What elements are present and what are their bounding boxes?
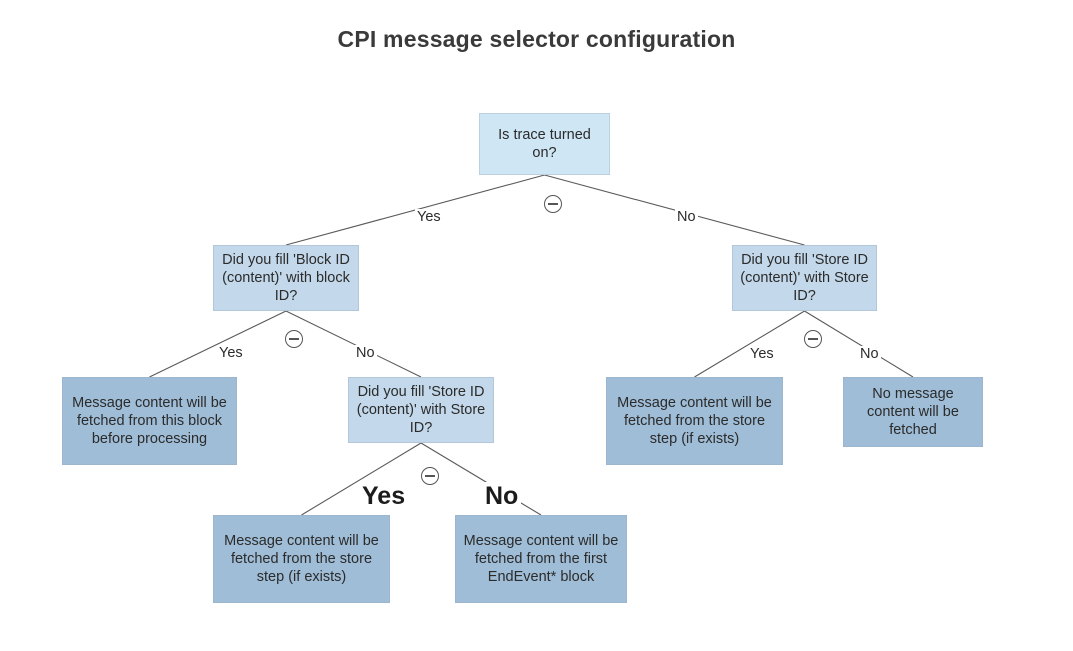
decision-node[interactable]: Did you fill 'Store ID (content)' with S… [348,377,494,443]
node-label: Message content will be fetched from the… [617,395,772,447]
outcome-node[interactable]: Message content will be fetched from thi… [62,377,237,465]
decision-node[interactable]: Is trace turned on? [479,113,610,175]
minus-circle-icon[interactable] [804,330,822,348]
node-label: Did you fill 'Store ID (content)' with S… [356,384,486,436]
edge-label-yes: Yes [748,346,776,362]
node-label: Message content will be fetched from thi… [72,395,227,447]
outcome-node[interactable]: Message content will be fetched from the… [455,515,627,603]
node-label: Message content will be fetched from the… [463,533,619,585]
minus-circle-icon[interactable] [544,195,562,213]
outcome-node[interactable]: No message content will be fetched [843,377,983,447]
edge-label-yes: Yes [217,345,245,361]
minus-circle-icon[interactable] [421,467,439,485]
node-label: No message content will be fetched [867,386,959,438]
edge-label-no: No [354,345,377,361]
page-title: CPI message selector configuration [337,26,736,52]
edge-label-no: No [858,346,881,362]
node-label: Message content will be fetched from the… [224,533,379,585]
node-label: Did you fill 'Store ID (content)' with S… [740,252,869,304]
edge-label-no: No [675,209,698,225]
decision-node[interactable]: Did you fill 'Store ID (content)' with S… [732,245,877,311]
connector-line [804,310,914,378]
connector-line [285,310,422,378]
edge-label-no: No [482,482,522,511]
outcome-node[interactable]: Message content will be fetched from the… [213,515,390,603]
edge-label-yes: Yes [359,482,409,511]
node-label: Is trace turned on? [498,127,591,161]
connector-line [420,442,542,516]
connector-line [694,310,805,378]
edge-label-yes: Yes [415,209,443,225]
minus-circle-icon[interactable] [285,330,303,348]
outcome-node[interactable]: Message content will be fetched from the… [606,377,783,465]
connector-line [149,310,287,378]
decision-node[interactable]: Did you fill 'Block ID (content)' with b… [213,245,359,311]
node-label: Did you fill 'Block ID (content)' with b… [222,252,350,304]
